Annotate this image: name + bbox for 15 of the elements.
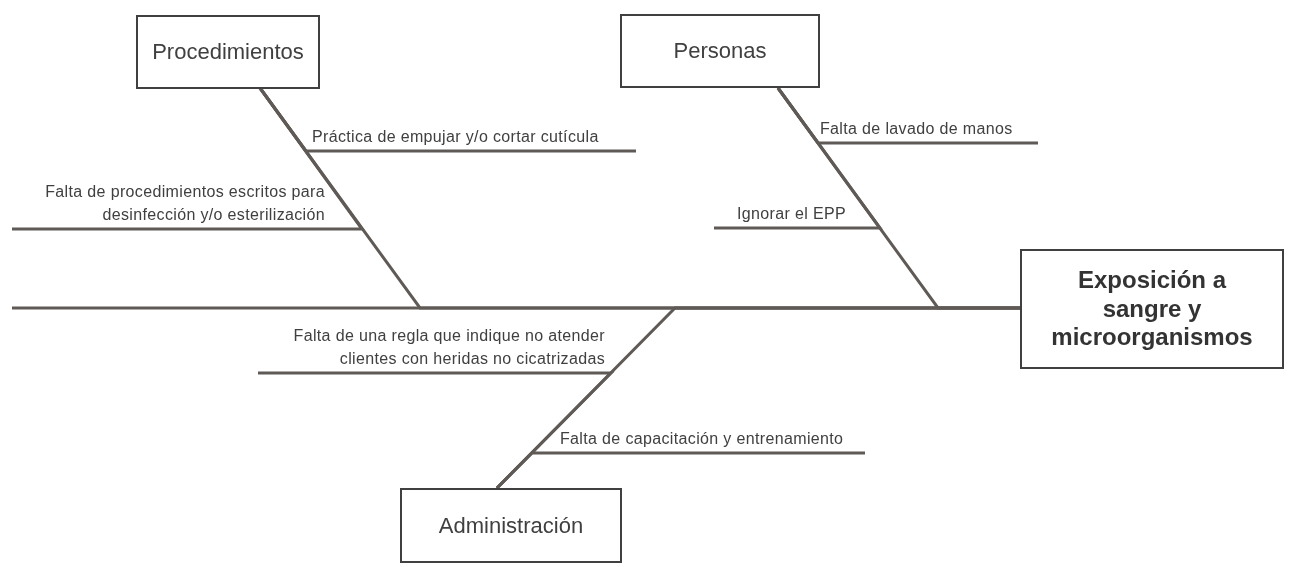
cause-text: Práctica de empujar y/o cortar cutícula — [312, 126, 599, 147]
cause-text: Falta de una regla que indique no atender clientes con heridas no cicatrizadas — [292, 325, 605, 369]
spine-line — [12, 306, 1020, 310]
category-label: Procedimientos — [152, 39, 304, 65]
category-label: Administración — [438, 512, 584, 539]
category-box — [400, 488, 622, 563]
effect-text: Exposición a sangre y microorganismos — [1050, 265, 1254, 353]
category-box — [136, 15, 320, 89]
cause-text: Ignorar el EPP — [737, 203, 846, 224]
cause-text: Falta de capacitación y entrenamiento — [560, 428, 844, 449]
category-label: Personas — [673, 38, 767, 64]
cause-text: Falta de lavado de manos — [820, 118, 1013, 139]
category-box — [620, 14, 820, 88]
cause-text: Falta de procedimientos escritos para desinfección y/o esterilización — [44, 181, 325, 225]
effect-box — [1020, 249, 1284, 369]
